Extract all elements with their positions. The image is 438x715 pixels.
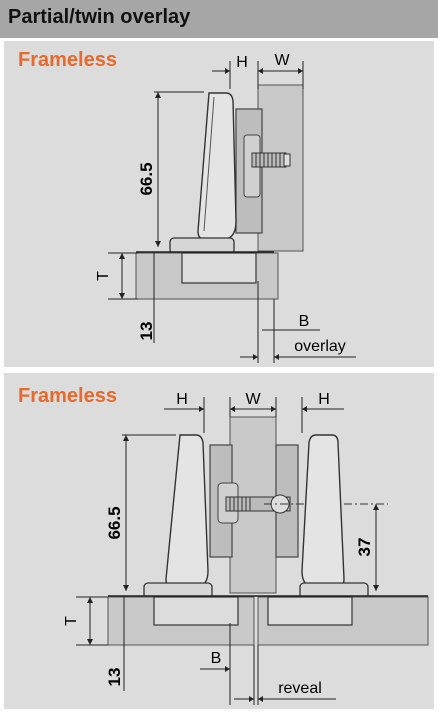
screw — [217, 482, 291, 524]
diagram-panel-partial-overlay: Frameless H W 66.5 — [4, 41, 434, 367]
dim-h-label: H — [236, 54, 248, 71]
cup-bore — [181, 252, 257, 284]
hinge-arm-right — [301, 434, 345, 588]
diagram-panel-twin-overlay: Frameless — [4, 373, 434, 709]
hinge-arm — [197, 92, 237, 240]
dim-h-left-label: H — [176, 391, 188, 408]
cabinet-side-panel — [257, 84, 304, 252]
dim-t-label: T — [95, 271, 112, 281]
dim-66-5-label: 66.5 — [105, 506, 124, 539]
hinge-diagram-overlay: H W 66.5 T 13 B overlay — [95, 52, 356, 363]
section-header: Partial/twin overlay — [0, 0, 438, 38]
dim-b-label: B — [211, 650, 222, 667]
dim-13-label: 13 — [105, 668, 124, 687]
hinge-diagram-twin: H W H 66.5 37 T 13 B reveal — [63, 391, 429, 705]
hinge-arm-left — [165, 434, 209, 588]
reveal-label: reveal — [278, 680, 322, 697]
dim-w-label: W — [274, 52, 290, 69]
dim-66-5-label: 66.5 — [137, 162, 156, 195]
screw — [251, 152, 291, 168]
overlay-label: overlay — [294, 338, 346, 355]
panel-title: Frameless — [18, 385, 117, 407]
panel-title: Frameless — [18, 49, 117, 71]
dim-w-label: W — [245, 391, 261, 408]
section-title: Partial/twin overlay — [8, 6, 191, 28]
dim-37-label: 37 — [355, 538, 374, 557]
dim-13-label: 13 — [137, 322, 156, 341]
dim-h-right-label: H — [318, 391, 330, 408]
dim-t-label: T — [63, 616, 80, 626]
dim-b-label: B — [299, 313, 310, 330]
